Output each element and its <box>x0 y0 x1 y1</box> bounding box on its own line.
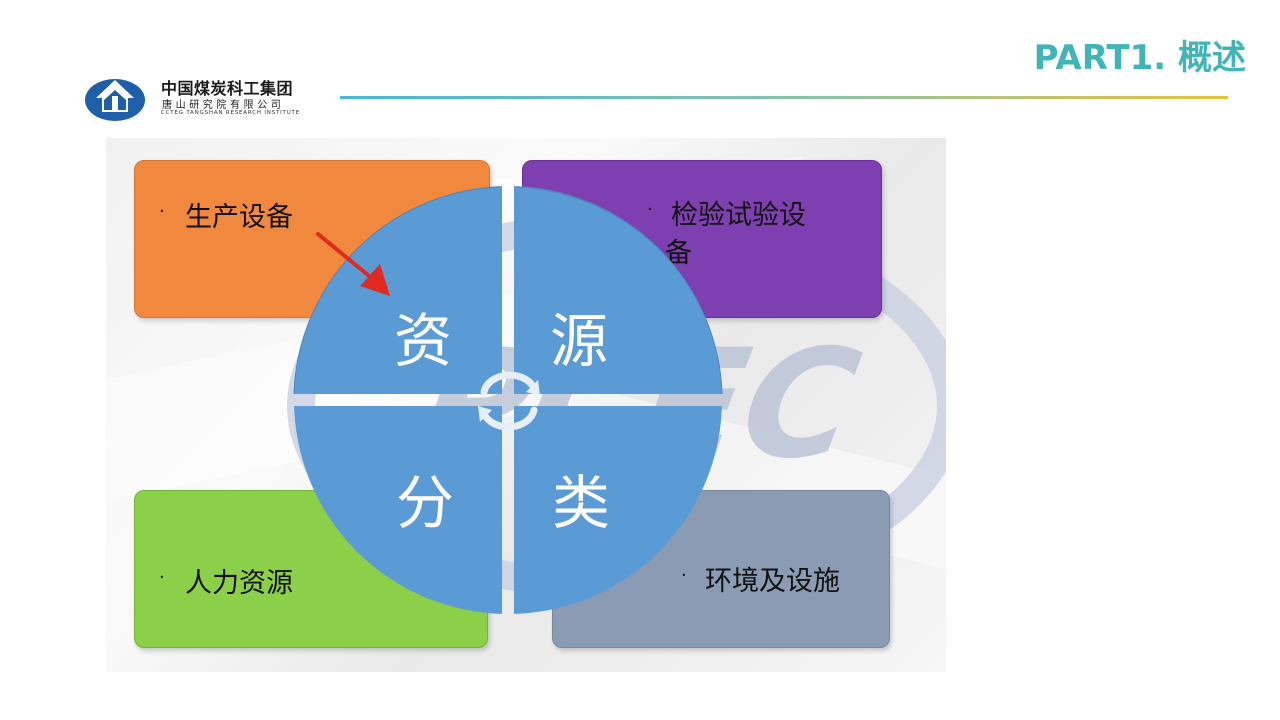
bullet-marker: · <box>681 565 687 586</box>
quadrant-char: 分 <box>396 469 455 537</box>
pointer-arrow-icon <box>316 232 390 296</box>
quadrant-char: 类 <box>552 469 611 537</box>
bullet-marker: · <box>159 567 165 588</box>
category-label: 环境及设施 <box>705 566 840 597</box>
category-label: 人力资源 <box>185 568 293 599</box>
logo-institute-name: 唐山研究院有限公司 <box>162 100 285 111</box>
bullet-marker: · <box>647 199 653 220</box>
category-label-line1: 检验试验设 <box>671 200 806 231</box>
resource-classification-diagram: PCEC · 生产设备 · 检验试验设 备 · 人力资源 · 环境及设施 <box>106 138 946 672</box>
category-label: 生产设备 <box>185 202 293 233</box>
logo-company-name: 中国煤炭科工集团 <box>161 79 294 98</box>
header-divider <box>340 96 1228 99</box>
logo-emblem-icon <box>85 79 145 121</box>
company-logo: 中国煤炭科工集团 唐山研究院有限公司 CCTEG TANGSHAN RESEAR… <box>84 74 324 122</box>
cycle-arrows-icon <box>480 371 538 431</box>
bullet-marker: · <box>159 201 165 222</box>
quadrant-circle <box>293 186 723 614</box>
quadrant-char: 源 <box>550 307 609 375</box>
quadrant-char: 资 <box>394 307 453 375</box>
page-title: PART1. 概述 <box>1033 38 1246 78</box>
logo-english-name: CCTEG TANGSHAN RESEARCH INSTITUTE <box>161 110 300 116</box>
